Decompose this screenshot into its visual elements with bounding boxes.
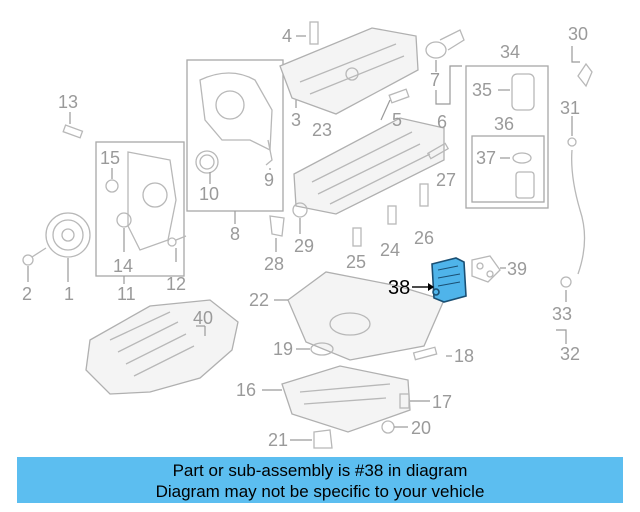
oil-filter-housing	[498, 73, 535, 199]
banner-line-2: Diagram may not be specific to your vehi…	[155, 482, 485, 501]
bracket-5	[388, 88, 410, 104]
callout-25: 25	[346, 252, 366, 272]
seal-19	[310, 342, 334, 356]
callout-23: 23	[312, 120, 332, 140]
callout-28: 28	[264, 254, 284, 274]
sensor-21	[313, 429, 333, 449]
callout-26: 26	[414, 228, 434, 248]
callout-29: 29	[294, 236, 314, 256]
timing-cover-8	[195, 72, 273, 224]
pin-13	[62, 112, 84, 139]
callout-27: 27	[436, 170, 456, 190]
callout-16: 16	[236, 380, 256, 400]
plug-20	[381, 420, 395, 434]
callout-34: 34	[500, 42, 520, 62]
banner-line-1: Part or sub-assembly is #38 in diagram	[172, 461, 468, 480]
parts-diagram: 1 2 3 4 5 6 7 8 9 10 11 12 13 14 15 16 1…	[22, 21, 593, 450]
callout-18: 18	[454, 346, 474, 366]
sensor-28	[269, 215, 285, 252]
callout-38: 38	[388, 277, 410, 299]
bolt-24	[387, 205, 397, 225]
callout-20: 20	[411, 418, 431, 438]
bolt-4	[309, 21, 319, 45]
callout-11: 11	[117, 284, 136, 304]
callout-17: 17	[432, 392, 452, 412]
group-box-11	[95, 141, 185, 277]
bolt-25	[352, 227, 362, 247]
callout-6: 6	[437, 112, 447, 132]
callout-33: 33	[552, 304, 572, 324]
callout-5: 5	[392, 110, 402, 130]
callout-10: 10	[199, 184, 219, 204]
bolt-2	[22, 247, 47, 282]
bracket-18	[412, 346, 438, 361]
callout-22: 22	[249, 290, 269, 310]
oil-pan-lower	[281, 365, 411, 433]
callout-39: 39	[507, 259, 527, 279]
callout-9: 9	[264, 170, 274, 190]
gasket-27	[426, 142, 450, 160]
callout-30: 30	[568, 24, 588, 44]
sensor-29	[292, 202, 308, 234]
cylinder-head	[293, 117, 445, 215]
group-box-36	[471, 135, 545, 203]
bolt-12	[167, 235, 187, 262]
bolt-26	[419, 183, 429, 207]
callout-7: 7	[430, 70, 440, 90]
callout-21: 21	[268, 430, 288, 450]
intake-manifold	[85, 299, 239, 395]
callout-8: 8	[230, 224, 240, 244]
dipstick	[556, 46, 593, 344]
group-box-34	[465, 65, 549, 209]
callout-13: 13	[58, 92, 78, 112]
callout-24: 24	[380, 240, 400, 260]
gasket-39	[471, 255, 501, 283]
callout-35: 35	[472, 80, 492, 100]
seal-14	[116, 212, 132, 228]
callout-40: 40	[193, 308, 213, 328]
plug-15	[105, 179, 119, 193]
crankshaft-pulley	[45, 212, 91, 282]
timing-cover-15	[127, 151, 177, 251]
callout-36: 36	[494, 114, 514, 134]
callout-37: 37	[476, 148, 496, 168]
valve-cover	[279, 27, 419, 115]
callout-3: 3	[291, 110, 301, 130]
callout-32: 32	[560, 344, 580, 364]
info-banner: Part or sub-assembly is #38 in diagram D…	[17, 457, 623, 503]
filler-cap	[425, 29, 465, 105]
callout-12: 12	[166, 274, 186, 294]
callout-31: 31	[560, 98, 580, 118]
callout-2: 2	[22, 284, 32, 304]
oil-cooler-38	[412, 257, 467, 303]
callout-1: 1	[64, 284, 74, 304]
callout-14: 14	[113, 256, 133, 276]
drain-bolt-17	[399, 393, 410, 409]
callout-19: 19	[273, 339, 293, 359]
callout-15: 15	[100, 148, 120, 168]
callout-4: 4	[282, 26, 292, 46]
